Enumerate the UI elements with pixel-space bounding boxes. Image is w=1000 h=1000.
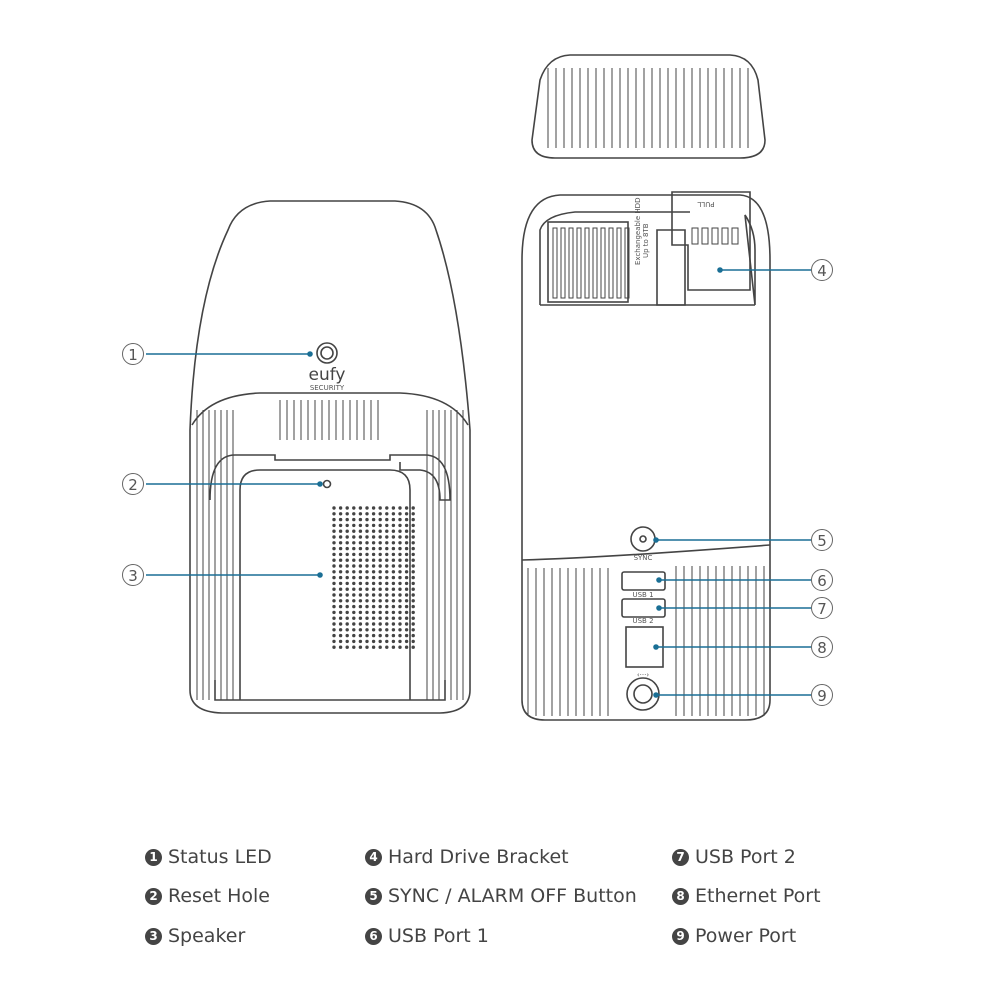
svg-text:USB 2: USB 2 [632,617,653,625]
callout-3: 3 [122,564,144,586]
svg-text:PULL: PULL [697,200,714,208]
speaker-grille [332,506,415,649]
leader-dot-2 [317,481,323,487]
callout-4: 4 [811,259,833,281]
svg-text:Up to 8TB: Up to 8TB [642,223,650,258]
svg-text:USB 1: USB 1 [632,591,653,599]
brand-logo: eufy [309,365,346,385]
usb-port-1 [621,571,666,591]
svg-text:SYNC: SYNC [634,554,653,562]
sync-button [630,526,656,552]
callout-2: 2 [122,473,144,495]
leader-dot-6 [656,577,662,583]
svg-text:‹···›: ‹···› [637,671,649,679]
reset-hole [322,479,332,489]
leader-dot-8 [653,644,659,650]
callout-7: 7 [811,597,833,619]
leader-dot-4 [717,267,723,273]
callout-1: 1 [122,343,144,365]
hard-drive-bracket [671,191,751,291]
front-view-device: eufy SECURITY [189,200,471,714]
leader-dot-1 [307,351,313,357]
status-led [316,342,338,364]
svg-text:SECURITY: SECURITY [310,384,345,392]
leader-dot-3 [317,572,323,578]
callout-6: 6 [811,569,833,591]
svg-text:Exchangeable HDD: Exchangeable HDD [634,198,642,265]
leader-dot-7 [656,605,662,611]
leader-dot-5 [653,537,659,543]
leader-dot-9 [653,692,659,698]
callout-9: 9 [811,684,833,706]
power-port [626,677,660,711]
callout-5: 5 [811,529,833,551]
callout-8: 8 [811,636,833,658]
back-view-device: PULL Exchangeable HDD Up to 8TB SYNC USB… [521,54,771,721]
